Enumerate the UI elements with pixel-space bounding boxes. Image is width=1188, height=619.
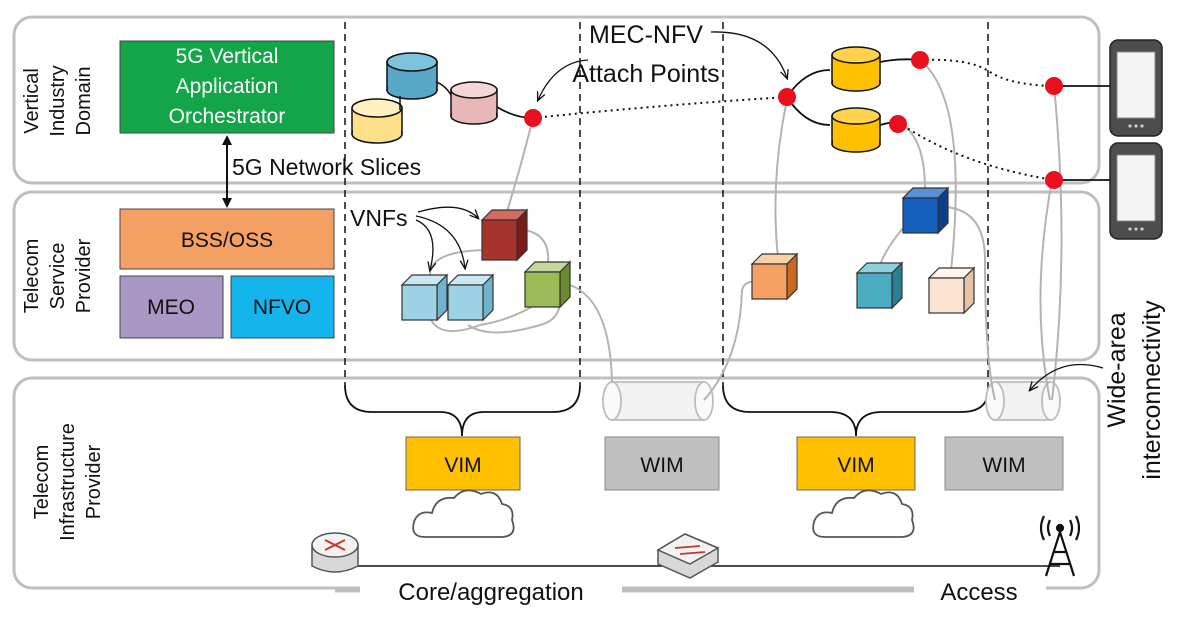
wide-area-label-2: interconnectivity — [1138, 300, 1166, 480]
infra-layer-label-3: Provider — [83, 444, 105, 519]
antenna-tower-icon — [1039, 515, 1081, 577]
vnf-cube-blue-1 — [400, 273, 449, 322]
switch-icon — [656, 533, 720, 579]
smartphone-icon-bottom — [1109, 142, 1163, 240]
vnf-cube-orange — [750, 252, 799, 301]
database-icon-yellow-bottom — [831, 107, 881, 153]
wim-label-left: WIM — [640, 454, 683, 477]
brace-right — [722, 384, 989, 437]
bss-oss-label: BSS/OSS — [181, 229, 273, 252]
wim-tunnel-left — [602, 381, 714, 421]
vertical-industry-panel — [12, 15, 1101, 185]
meo-label: MEO — [147, 296, 195, 319]
service-provider-panel — [12, 190, 1101, 362]
wide-area-label-1: Wide-area — [1103, 312, 1131, 427]
vim-label-left: VIM — [444, 454, 481, 477]
vnfs-label: VNFs — [350, 205, 408, 231]
vim-box-left — [405, 436, 521, 491]
infra-layer-label-1: Telecom — [31, 445, 53, 519]
meo-box — [119, 275, 224, 339]
vim-box-right — [796, 436, 916, 491]
service-layer-label-2: Service — [47, 243, 69, 310]
wim-tunnel-right — [985, 381, 1061, 421]
vertical-orchestrator-box — [119, 40, 335, 134]
slice-paths — [532, 58, 1055, 181]
vnf-cube-blue-2 — [446, 273, 495, 322]
database-icon-yellow-left — [351, 98, 403, 144]
router-icon — [311, 532, 359, 573]
service-layer-label-1: Telecom — [21, 239, 43, 313]
vnf-cube-peach — [927, 266, 976, 315]
attach-points — [524, 51, 1063, 189]
attach-points-arrows — [538, 31, 787, 100]
database-icon-yellow-top — [831, 46, 881, 92]
vertical-layer-label-3: Domain — [73, 67, 95, 136]
vertical-layer-label-2: Industry — [47, 65, 69, 136]
service-layer-label-3: Provider — [73, 238, 95, 313]
domain-separators — [344, 22, 989, 390]
smartphone-icon-top — [1109, 39, 1163, 137]
vnf-cube-green — [523, 260, 572, 309]
nfvo-label: NFVO — [253, 296, 311, 319]
vnf-cube-red — [480, 208, 529, 262]
core-aggregation-label: Core/aggregation — [398, 579, 583, 606]
attach-points-label-1: MEC-NFV — [589, 21, 703, 49]
bss-oss-box — [119, 208, 335, 270]
orchestrator-line-1: 5G Vertical — [176, 45, 279, 68]
wim-box-left — [604, 436, 720, 491]
attach-points-label-2: Attach Points — [572, 60, 719, 88]
access-label: Access — [940, 579, 1017, 606]
nfvo-box — [230, 275, 335, 339]
orchestrator-line-2: Application — [176, 75, 279, 98]
network-slices-label: 5G Network Slices — [232, 154, 421, 180]
database-icon-blue — [386, 52, 438, 100]
vnfs-arrows — [415, 206, 478, 270]
bottom-label-mask-right — [914, 576, 1046, 606]
svg-text:Vertical: Vertical — [21, 68, 43, 134]
vim-label-right: VIM — [837, 454, 874, 477]
wim-box-right — [944, 436, 1064, 491]
bottom-label-mask — [360, 576, 622, 606]
vertical-layer-label: Vertical — [21, 68, 43, 134]
cloud-icon-left — [412, 489, 515, 538]
brace-left — [344, 384, 581, 437]
vnf-cube-dark-blue — [901, 186, 950, 235]
infrastructure-provider-panel — [12, 376, 1101, 590]
cloud-icon-right — [812, 489, 915, 538]
database-icon-pink — [450, 81, 498, 125]
wide-area-arrow — [1030, 363, 1104, 390]
orchestrator-line-3: Orchestrator — [169, 105, 286, 128]
infra-layer-label-2: Infrastructure — [57, 423, 79, 541]
db-link-left-2 — [435, 81, 452, 96]
wim-label-right: WIM — [982, 454, 1025, 477]
vnf-cube-teal — [855, 261, 904, 310]
